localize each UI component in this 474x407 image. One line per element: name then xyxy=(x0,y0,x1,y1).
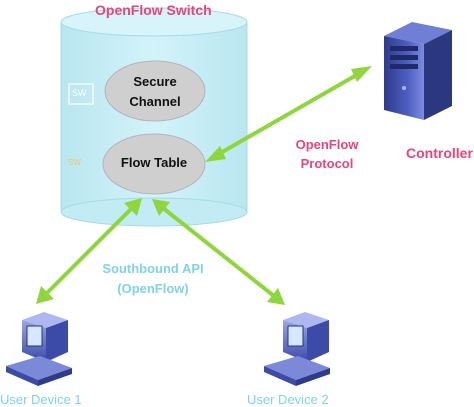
sw-label: SW xyxy=(72,88,87,98)
user-device-2-label: User Device 2 xyxy=(247,392,329,407)
secure-channel-line-2: Channel xyxy=(129,94,181,109)
flow-table-label: Flow Table xyxy=(120,155,188,170)
southbound-arrow-device-2 xyxy=(152,199,285,305)
switch-title: OpenFlow Switch xyxy=(95,2,212,18)
secure-channel-node xyxy=(104,60,206,122)
secure-channel-label: Secure Channel xyxy=(105,72,205,112)
protocol-line-2: Protocol xyxy=(300,156,354,171)
openflow-protocol-arrow xyxy=(205,66,372,162)
computer-icon xyxy=(264,312,330,386)
sw-box xyxy=(68,83,94,105)
controller-label: Controller xyxy=(406,145,473,161)
flow-table-node xyxy=(102,133,206,195)
computer-icon xyxy=(6,312,72,386)
southbound-line-1: Southbound API xyxy=(102,261,204,276)
southbound-arrow-device-1 xyxy=(36,198,142,304)
secure-channel-line-1: Secure xyxy=(133,74,177,89)
southbound-line-2: (OpenFlow) xyxy=(117,281,189,296)
server-icon xyxy=(384,22,452,120)
southbound-api-label: Southbound API (OpenFlow) xyxy=(88,259,218,299)
protocol-line-1: OpenFlow xyxy=(295,137,359,152)
sw-label-secondary: SW xyxy=(68,158,81,167)
user-device-1-label: User Device 1 xyxy=(0,392,82,407)
openflow-protocol-label: OpenFlow Protocol xyxy=(282,135,372,173)
